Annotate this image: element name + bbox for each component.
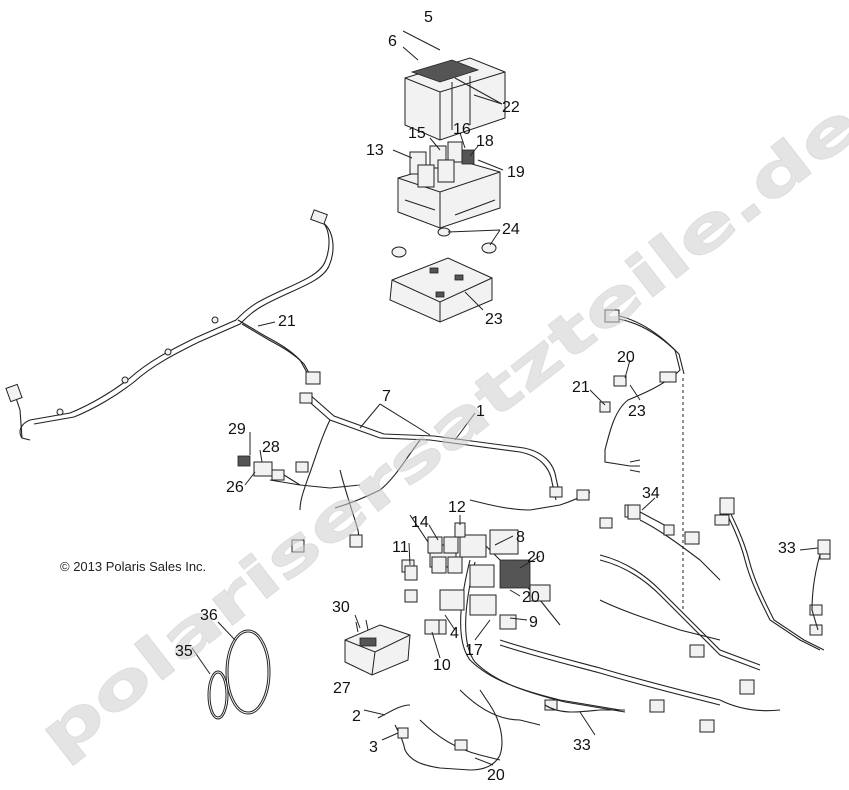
- callout-5: 5: [424, 9, 433, 26]
- callout-4: 4: [450, 625, 459, 642]
- callout-26: 23: [485, 311, 503, 328]
- callout-7: 7: [382, 388, 391, 405]
- callout-36: 36: [200, 607, 218, 624]
- callout-labels: 5 6 22 15 16 18 13 19 24 23 21 20 21 23 …: [175, 9, 796, 784]
- control-module: [344, 619, 411, 676]
- callout-25: 21: [278, 313, 296, 330]
- harness-33-lower: [544, 704, 625, 713]
- callout-3: 3: [369, 739, 378, 756]
- callout-24: 21: [572, 379, 590, 396]
- copyright-notice: © 2013 Polaris Sales Inc.: [60, 559, 206, 574]
- callout-30: 28: [262, 439, 280, 456]
- callout-11: 11: [392, 539, 409, 556]
- cable-loops: [207, 629, 271, 720]
- lower-harness: [377, 689, 503, 771]
- switch-assembly: [237, 455, 301, 486]
- callout-17: 17: [465, 642, 483, 659]
- callout-8: 8: [516, 529, 525, 546]
- callout-22: 22: [502, 99, 520, 116]
- fuse-box-cover: [404, 57, 506, 141]
- callout-33a: 33: [778, 540, 796, 557]
- mounting-bracket: [389, 257, 493, 323]
- callout-20a: 20: [522, 589, 540, 606]
- leader-lines: [191, 30, 819, 766]
- callout-29: 27: [333, 680, 351, 697]
- callout-34: 34: [642, 485, 660, 502]
- callout-21a: 20: [617, 349, 635, 366]
- callout-1: 1: [476, 403, 485, 420]
- callout-10: 10: [433, 657, 451, 674]
- callout-21b: 20: [527, 549, 545, 566]
- callout-18: 18: [476, 133, 494, 150]
- callout-32: 30: [332, 599, 350, 616]
- connector-11: [404, 565, 418, 581]
- callout-15: 15: [408, 125, 426, 142]
- callout-2: 2: [352, 708, 361, 725]
- main-harness: [269, 393, 825, 761]
- harness-33-right: [811, 539, 831, 631]
- connector-10: [424, 619, 440, 635]
- callout-9: 9: [529, 614, 538, 631]
- callout-20b: 20: [487, 767, 505, 784]
- callout-33b: 33: [573, 737, 591, 754]
- callout-23: 23: [628, 403, 646, 420]
- callout-28: 26: [226, 479, 244, 496]
- rear-harness: [5, 209, 334, 441]
- callout-12: 12: [448, 499, 466, 516]
- callout-19: 19: [507, 164, 525, 181]
- callout-6: 6: [388, 33, 397, 50]
- connector-34: [627, 504, 675, 536]
- callout-27: 24: [502, 221, 520, 238]
- callout-31: 29: [228, 421, 246, 438]
- callout-13: 13: [366, 142, 384, 159]
- callout-35: 35: [175, 643, 193, 660]
- relays: [427, 536, 463, 574]
- connector-12: [454, 522, 466, 538]
- fuse-box: [397, 141, 501, 229]
- callout-16: 16: [453, 121, 471, 138]
- sensor-harness: [599, 309, 685, 473]
- callout-14: 14: [411, 514, 429, 531]
